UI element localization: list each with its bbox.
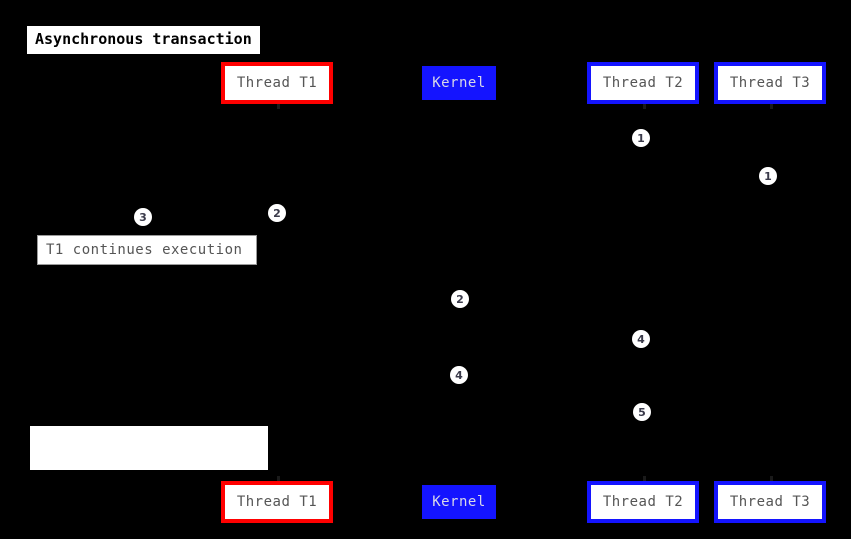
step-badge-1: 1 (632, 129, 650, 147)
lifeline-stub (770, 476, 773, 481)
step-badge-2: 2 (451, 290, 469, 308)
lifeline-stub (643, 104, 646, 109)
participant-bottom-thread-t2[interactable]: Thread T2 (587, 481, 699, 523)
note-box-t1-continues: T1 continues execution (37, 235, 257, 265)
participant-top-thread-t3[interactable]: Thread T3 (714, 62, 826, 104)
participant-bottom-thread-t1[interactable]: Thread T1 (221, 481, 333, 523)
lifeline-stub (770, 104, 773, 109)
step-badge-3: 3 (134, 208, 152, 226)
lifeline-stub (643, 476, 646, 481)
lifeline-stub (277, 476, 280, 481)
step-badge-5: 5 (633, 403, 651, 421)
participant-bottom-thread-t3[interactable]: Thread T3 (714, 481, 826, 523)
step-badge-2: 2 (268, 204, 286, 222)
participant-top-thread-t1[interactable]: Thread T1 (221, 62, 333, 104)
participant-bottom-kernel[interactable]: Kernel (422, 485, 496, 519)
note-box-empty (30, 426, 268, 470)
step-badge-4: 4 (632, 330, 650, 348)
participant-top-kernel[interactable]: Kernel (422, 66, 496, 100)
diagram-title: Asynchronous transaction (27, 26, 260, 54)
participant-top-thread-t2[interactable]: Thread T2 (587, 62, 699, 104)
step-badge-1: 1 (759, 167, 777, 185)
lifeline-stub (277, 104, 280, 109)
step-badge-4: 4 (450, 366, 468, 384)
